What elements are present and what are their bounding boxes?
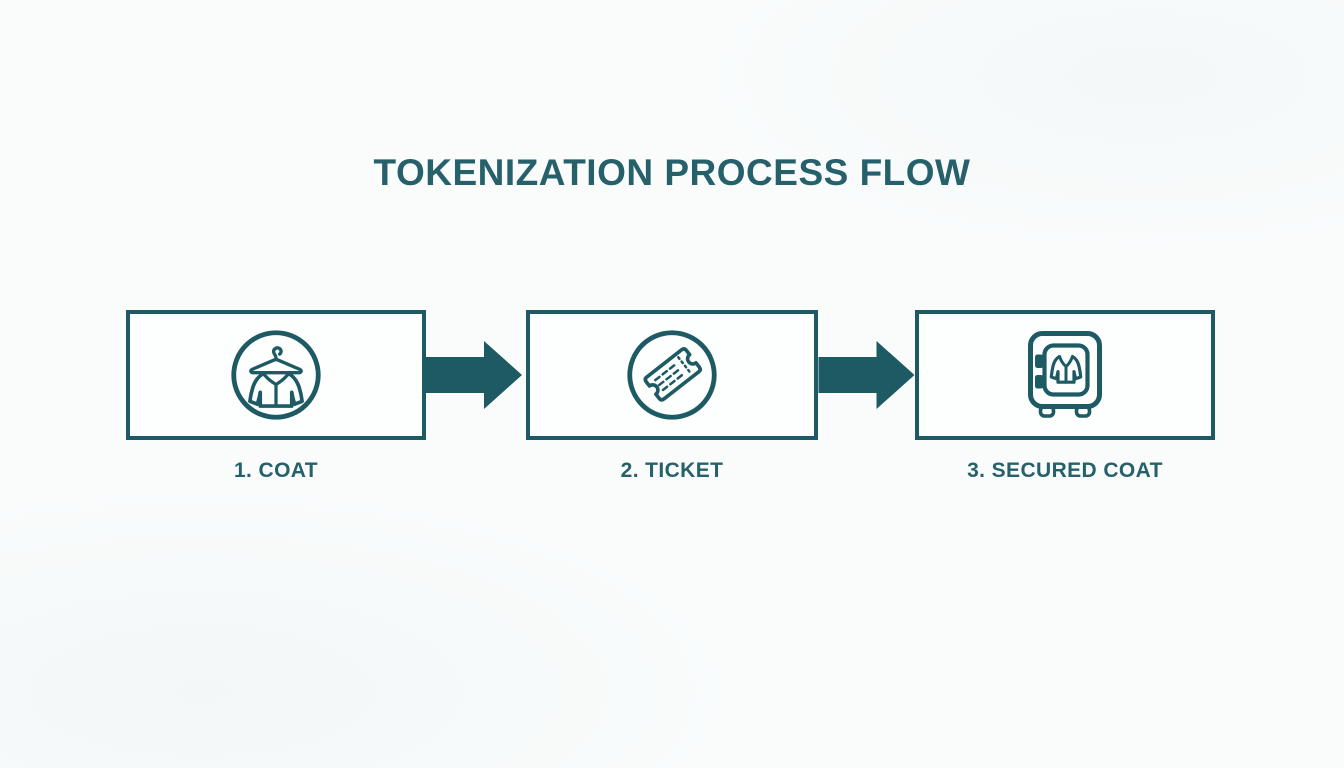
step-label-secured-coat: 3. SECURED COAT xyxy=(967,459,1163,482)
step-label-coat: 1. COAT xyxy=(233,459,319,482)
step-box-coat xyxy=(126,310,426,440)
arrow-right-icon xyxy=(426,341,522,409)
arrow-right-icon xyxy=(818,341,915,409)
step-box-secured-coat xyxy=(915,310,1215,440)
step-box-ticket xyxy=(526,310,818,440)
coat-on-hanger-icon xyxy=(231,330,321,420)
safe-with-coat-icon xyxy=(1028,331,1102,418)
step-label-ticket: 2. TICKET xyxy=(620,459,724,482)
ticket-icon xyxy=(627,330,717,420)
diagram-title: TOKENIZATION PROCESS FLOW xyxy=(373,152,971,193)
